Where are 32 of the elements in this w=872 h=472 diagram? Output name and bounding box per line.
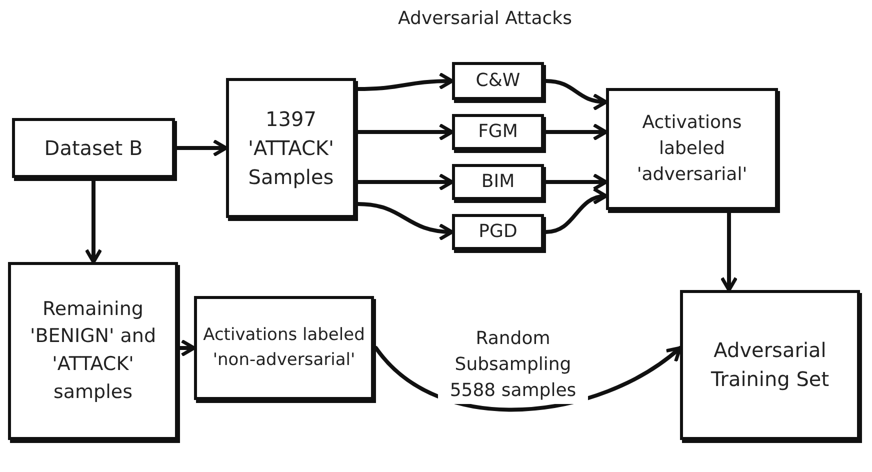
arrow [374,346,682,412]
box-text: BIM [481,170,515,194]
box-text: Activations labeled 'non-adversarial' [203,324,365,372]
box-text: PGD [478,220,518,244]
arrow [175,139,228,157]
process-box [452,62,544,100]
process-box [194,296,374,400]
process-box [452,164,544,200]
arrow [544,188,608,234]
arrow [544,123,608,141]
arrow [356,202,454,240]
box-text: C&W [476,68,520,93]
box-text: Activations labeled 'adversarial' [636,110,748,188]
process-box [452,214,544,250]
arrow [544,79,608,110]
box-text: 1397 'ATTACK' Samples [246,106,336,190]
process-box [8,262,178,440]
process-box [12,118,175,178]
box-text: Dataset B [44,134,143,162]
box-text: Remaining 'BENIGN' and 'ATTACK' samples [28,296,158,405]
process-box [606,88,778,210]
box-text: Adversarial Training Set [710,337,830,393]
process-box [680,290,860,440]
process-box [226,78,356,218]
arrow [356,72,454,91]
arrow [356,123,454,141]
arrow [544,173,608,191]
arrow [356,173,454,191]
box-text: FGM [478,120,518,144]
arrow [178,339,196,357]
process-box [452,114,544,150]
diagram-title: Adversarial Attacks [397,8,573,29]
